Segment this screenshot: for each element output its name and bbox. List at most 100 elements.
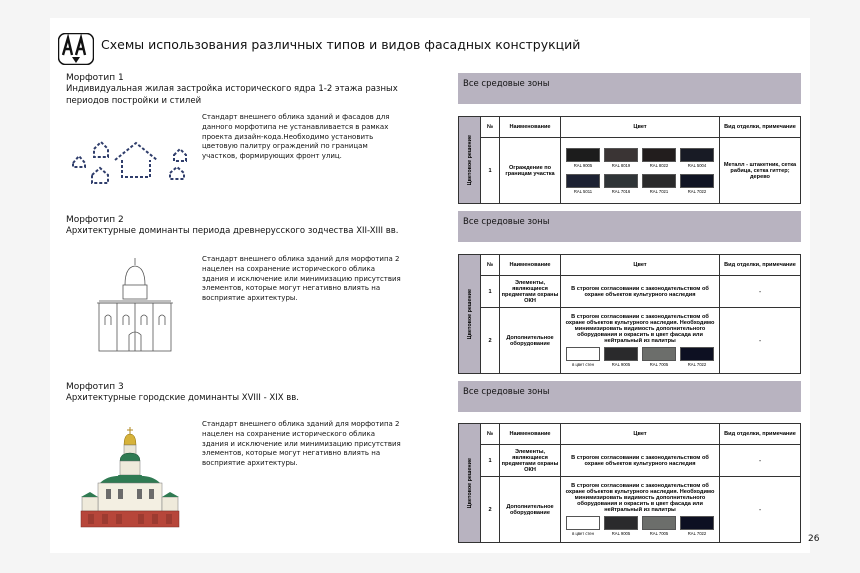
morphotype-3-description: Архитектурные городские доминанты XVIII … <box>66 393 299 403</box>
swatch-color <box>680 147 714 162</box>
swatch-label: в цвет стен <box>572 362 594 367</box>
zone-band-3-label: Все средовые зоны <box>463 387 550 397</box>
zone-band-1-label: Все средовые зоны <box>463 79 550 89</box>
color-swatch: RAL 7022 <box>680 347 714 367</box>
page-number: 26 <box>808 534 820 544</box>
row-2-finish: - <box>719 307 801 374</box>
color-swatch: RAL 7005 <box>642 347 676 367</box>
row-1-no: 1 <box>480 275 500 308</box>
color-table-1: Цветовое решение № Наименование Цвет Вид… <box>458 116 801 204</box>
row-2-name: Дополнительное оборудование <box>499 476 561 543</box>
morphotype-2-name: Морфотип 2 <box>66 215 124 225</box>
swatch-label: RAL 9005 <box>611 362 631 367</box>
color-swatch: RAL 7005 <box>642 516 676 536</box>
swatch-color <box>680 173 714 188</box>
swatch-color <box>642 147 676 162</box>
row-1-no: 1 <box>480 444 500 477</box>
row-2-color-text: В строгом согласовании с законодательств… <box>565 483 715 513</box>
color-swatch: в цвет стен <box>566 347 600 367</box>
row-finish: Металл - штакетник, сетка рабица, сетка … <box>719 137 801 204</box>
side-label: Цветовое решение <box>466 457 473 509</box>
house-fence-icon <box>72 140 187 184</box>
row-1-name: Элементы, являющиеся предметами охраны О… <box>499 444 561 477</box>
swatch-color <box>604 347 638 361</box>
church-drawing-icon <box>97 258 173 352</box>
swatch-label: RAL 8019 <box>611 162 631 168</box>
row-1-color: В строгом согласовании с законодательств… <box>560 444 720 477</box>
logo-icon <box>58 33 94 65</box>
morphotype-3-text: Стандарт внешнего облика зданий для морф… <box>202 420 401 468</box>
row-1-name: Элементы, являющиеся предметами охраны О… <box>499 275 561 308</box>
header-no: № <box>480 254 500 276</box>
side-label: Цветовое решение <box>466 288 473 340</box>
color-swatch: RAL 7022 <box>680 516 714 536</box>
header-no: № <box>480 116 500 138</box>
swatch-color <box>680 347 714 361</box>
swatch-color <box>642 347 676 361</box>
header-finish: Вид отделки, примечание <box>719 116 801 138</box>
row-color-cell: RAL 9005 RAL 8019 RAL 8022 RAL 5004 RAL 501… <box>560 137 720 204</box>
swatch-label: RAL 7022 <box>687 188 707 194</box>
page-title: Схемы использования различных типов и ви… <box>101 37 581 52</box>
swatch-color <box>566 347 600 361</box>
swatch-label: RAL 7016 <box>611 188 631 194</box>
swatch-label: RAL 7005 <box>649 531 669 536</box>
swatch-label: RAL 9005 <box>573 162 593 168</box>
color-swatch: RAL 8019 <box>604 147 638 168</box>
swatch-label: RAL 8022 <box>649 162 669 168</box>
swatch-label: RAL 7022 <box>687 531 707 536</box>
morphotype-1: Морфотип 1 Индивидуальная жилая застройк… <box>66 72 416 107</box>
swatch-label: RAL 7021 <box>649 188 669 194</box>
zone-band-2-label: Все средовые зоны <box>463 217 550 227</box>
swatch-color <box>680 516 714 530</box>
swatch-color <box>642 173 676 188</box>
swatch-color <box>566 516 600 530</box>
color-table-3: Цветовое решение № Наименование Цвет Вид… <box>458 423 801 543</box>
side-label: Цветовое решение <box>466 134 473 186</box>
zone-band-2: Все средовые зоны <box>458 211 801 242</box>
swatch-label: RAL 7005 <box>649 362 669 367</box>
row-2-no: 2 <box>480 307 500 374</box>
row-2-name: Дополнительное оборудование <box>499 307 561 374</box>
swatch-label: RAL 5004 <box>687 162 707 168</box>
row-2-finish: - <box>719 476 801 543</box>
swatch-color <box>566 147 600 162</box>
header-name: Наименование <box>499 116 561 138</box>
swatch-row: в цвет стен RAL 9005 RAL 7005 RAL 7022 <box>562 347 718 367</box>
cathedral-drawing-icon <box>80 427 180 528</box>
header-color: Цвет <box>560 116 720 138</box>
header-finish: Вид отделки, примечание <box>719 423 801 445</box>
row-1-finish: - <box>719 444 801 477</box>
color-swatch: RAL 7016 <box>604 173 638 194</box>
swatch-row-bottom: RAL 5011 RAL 7016 RAL 7021 RAL 7022 <box>562 173 718 194</box>
morphotype-2-description: Архитектурные доминанты периода древнеру… <box>66 226 399 236</box>
row-2-color-cell: В строгом согласовании с законодательств… <box>560 476 720 543</box>
swatch-label: RAL 5011 <box>573 188 593 194</box>
zone-band-1: Все средовые зоны <box>458 73 801 104</box>
swatch-color <box>566 173 600 188</box>
side-label-cell: Цветовое решение <box>458 423 481 543</box>
color-swatch: RAL 9005 <box>604 347 638 367</box>
swatch-label: RAL 7022 <box>687 362 707 367</box>
swatch-color <box>604 173 638 188</box>
header-no: № <box>480 423 500 445</box>
row-1-color: В строгом согласовании с законодательств… <box>560 275 720 308</box>
color-swatch: RAL 8022 <box>642 147 676 168</box>
morphotype-3-name: Морфотип 3 <box>66 382 124 392</box>
header-name: Наименование <box>499 254 561 276</box>
row-name: Ограждение по границам участка <box>499 137 561 204</box>
color-swatch: RAL 5011 <box>566 173 600 194</box>
color-swatch: RAL 7022 <box>680 173 714 194</box>
morphotype-3: Морфотип 3 Архитектурные городские домин… <box>66 381 416 405</box>
side-label-cell: Цветовое решение <box>458 254 481 374</box>
row-2-color-text: В строгом согласовании с законодательств… <box>565 314 715 344</box>
swatch-color <box>604 147 638 162</box>
header-color: Цвет <box>560 423 720 445</box>
color-table-2: Цветовое решение № Наименование Цвет Вид… <box>458 254 801 374</box>
header-name: Наименование <box>499 423 561 445</box>
morphotype-1-name: Морфотип 1 <box>66 73 124 83</box>
morphotype-2-text: Стандарт внешнего облика зданий для морф… <box>202 255 401 303</box>
row-1-finish: - <box>719 275 801 308</box>
morphotype-2: Морфотип 2 Архитектурные доминанты перио… <box>66 214 416 238</box>
